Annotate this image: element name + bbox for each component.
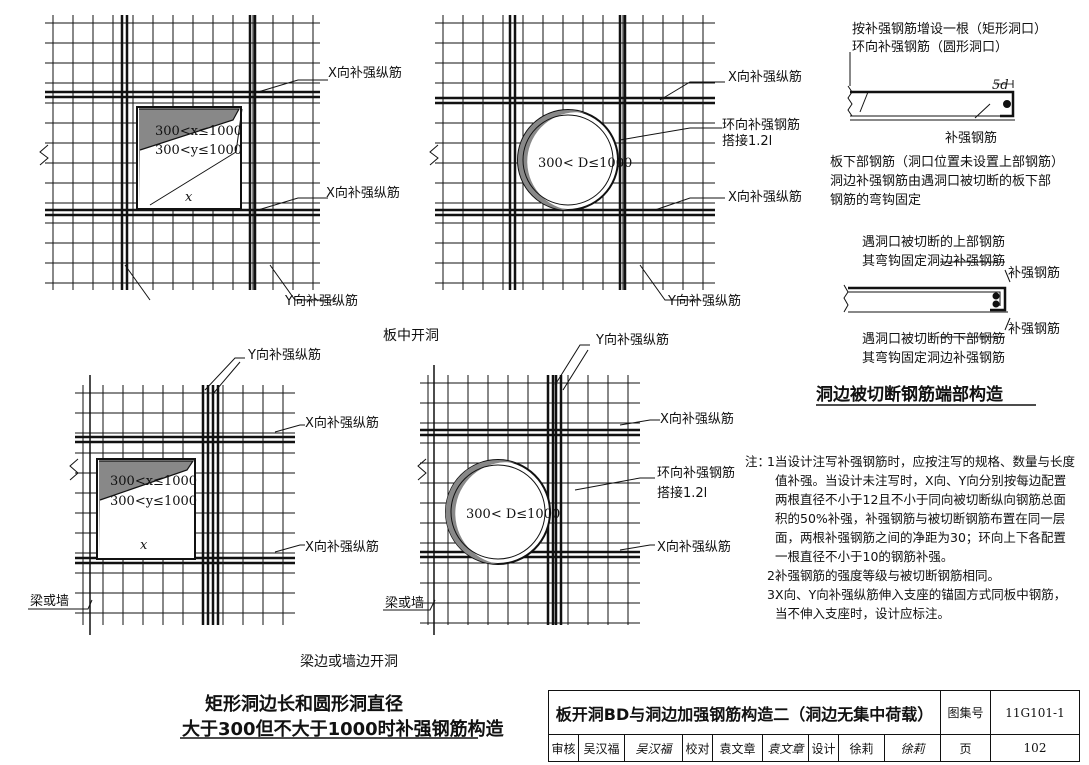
tm-range-d: 300< D≤1000 [538,156,633,171]
detail-lower2: 其弯钩固定洞边补强钢筋 [862,351,1006,366]
circle-opening-bottom [445,459,551,565]
tb-atlas-label: 图集号 [941,691,991,735]
caption-bottom: 梁边或墙边开洞 [300,654,398,670]
bl-range-y: 300<y≤1000 [110,494,198,509]
tb-design-label: 设计 [809,735,839,761]
bm-wall-label: 梁或墙 [385,596,425,611]
bm-ring-label: 环向补强钢筋 [657,466,736,481]
bm-range-d: 300< D≤1000 [466,507,561,522]
note-item: 2.补强钢筋的强度等级与被切断钢筋相同。 [767,568,1001,583]
bm-x-bottom-label: X向补强纵筋 [657,540,731,555]
detail-rebar-a: 补强钢筋 [1008,266,1061,281]
main-title-line1: 矩形洞边长和圆形洞直径 [205,694,403,715]
underline-rules [180,404,1036,739]
tb-page-label: 页 [941,735,991,761]
note-item: 1.当设计注写补强钢筋时，应按注写的规格、数量与长度值补强。当设计未注写时，X向… [767,454,1076,564]
detail-upper2: 其弯钩固定洞边补强钢筋 [862,254,1006,269]
tb-title: 板开洞BD与洞边加强钢筋构造二（洞边无集中荷载） [549,691,941,735]
tl-y-label: Y向补强纵筋 [285,294,358,309]
notes-head: 注： [745,454,771,469]
tb-page-no: 102 [1023,741,1047,755]
detail-desc3: 钢筋的弯钩固定 [830,193,922,208]
detail-desc1: 板下部钢筋（洞口位置未设置上部钢筋） [830,155,1065,170]
bl-range-x: 300<x≤1000 [110,474,198,489]
tl-dim-x: x [185,190,193,205]
detail-rebar-b: 补强钢筋 [1008,322,1061,337]
detail-title: 洞边被切断钢筋端部构造 [816,385,1003,405]
bm-x-top-label: X向补强纵筋 [660,412,734,427]
tb-review-label: 审核 [549,735,579,761]
grid-top-middle [435,15,715,290]
rect-opening-bottom [96,458,196,560]
tl-x-top-label: X向补强纵筋 [328,66,402,81]
notes-block: 注： 1.当设计注写补强钢筋时，应按注写的规格、数量与长度值补强。当设计未注写时… [745,452,1075,623]
tm-y-label: Y向补强纵筋 [668,294,741,309]
tb-reviewer: 吴汉福 [579,735,625,761]
detail-hook-bottom [843,261,1011,338]
tm-ring-label: 环向补强钢筋 [722,118,801,133]
bm-ring-lap: 搭接1.2l [657,486,708,501]
tb-designer-sig: 徐莉 [885,735,941,761]
bl-dim-x: x [140,538,148,553]
detail-upper1: 遇洞口被切断的上部钢筋 [862,235,1006,250]
detail-5d: 5d [992,78,1009,93]
break-marks [39,144,439,481]
tm-x-bottom-label: X向补强纵筋 [728,190,802,205]
tb-checker-sig: 袁文章 [763,735,809,761]
tb-designer: 徐莉 [839,735,885,761]
tl-range-y: 300<y≤1000 [155,143,243,158]
tb-checker: 袁文章 [713,735,763,761]
detail-desc2: 洞边补强钢筋由遇洞口被切断的板下部 [830,174,1052,189]
detail-rebar-label: 补强钢筋 [945,131,998,146]
tm-ring-lap: 搭接1.2l [722,134,773,149]
tb-check-label: 校对 [683,735,713,761]
detail-line2: 环向补强钢筋（圆形洞口） [852,40,1009,55]
note-item: 3.X向、Y向补强纵筋伸入支座的锚固方式同板中钢筋，当不伸入支座时，设计应标注。 [767,587,1067,621]
detail-lower1: 遇洞口被切断的下部钢筋 [862,332,1006,347]
tb-atlas-no: 11G101-1 [991,691,1079,735]
circle-opening-top [517,109,619,211]
tm-x-top-label: X向补强纵筋 [728,70,802,85]
tl-x-bottom-label: X向补强纵筋 [326,186,400,201]
tb-reviewer-sig: 吴汉福 [625,735,683,761]
rect-opening-top [136,106,243,210]
bl-x-bottom-label: X向补强纵筋 [305,540,379,555]
caption-top: 板中开洞 [383,328,439,344]
detail-hook-top [847,80,1015,121]
detail-line1: 按补强钢筋增设一根（矩形洞口） [852,22,1048,37]
tl-range-x: 300<x≤1000 [155,124,243,139]
title-block: 板开洞BD与洞边加强钢筋构造二（洞边无集中荷载） 图集号 11G101-1 审核… [548,690,1080,762]
bl-x-top-label: X向补强纵筋 [305,416,379,431]
bl-y-label: Y向补强纵筋 [248,348,321,363]
bm-y-label: Y向补强纵筋 [596,333,669,348]
leader-lines [28,52,991,611]
main-title-line2: 大于300但不大于1000时补强钢筋构造 [182,719,504,740]
bl-wall-label: 梁或墙 [30,594,70,609]
